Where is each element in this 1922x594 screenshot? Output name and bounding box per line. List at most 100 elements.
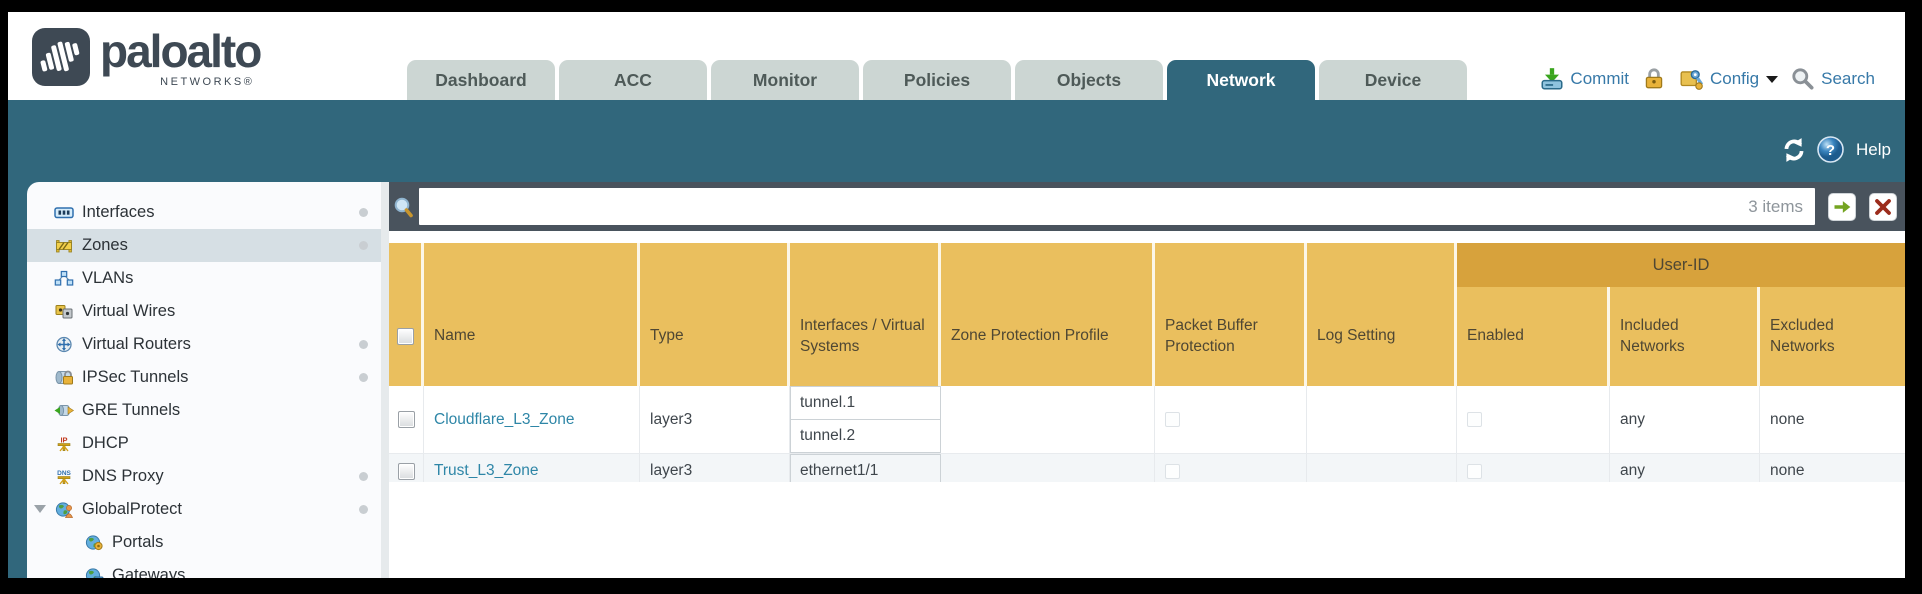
sidebar-item-ipsec-tunnels[interactable]: IPSec Tunnels [27,361,381,394]
teal-band: ? Help [8,100,1905,182]
sidebar-item-label: IPSec Tunnels [82,368,189,386]
column-header-type[interactable]: Type [640,243,790,386]
sidebar-item-portals[interactable]: Portals [27,526,381,559]
sidebar-item-virtual-wires[interactable]: Virtual Wires [27,295,381,328]
help-label[interactable]: Help [1856,139,1891,159]
column-header-log-setting[interactable]: Log Setting [1307,243,1457,386]
refresh-icon[interactable] [1781,137,1807,163]
zone-name-cell: Trust_L3_Zone [424,454,640,482]
paloalto-logo: paloalto NETWORKS® [32,22,262,88]
row-select-cell [389,454,424,482]
status-dot [359,208,368,217]
packet-buffer-checkbox[interactable] [1165,412,1180,427]
packet-buffer-checkbox[interactable] [1165,463,1180,479]
sidebar-item-gre-tunnels[interactable]: GRE Tunnels [27,394,381,427]
commit-icon [1541,68,1563,90]
brand-sub: NETWORKS® [160,76,255,88]
user-id-enabled-checkbox[interactable] [1467,412,1482,427]
status-dot [359,373,368,382]
packet-buffer-cell [1155,454,1307,482]
virtual-routers-icon [56,336,72,353]
svg-text:IP: IP [60,436,67,445]
column-header-included-networks[interactable]: Included Networks [1610,243,1760,386]
expander-triangle-icon[interactable] [34,505,46,513]
row-checkbox[interactable] [397,411,415,428]
column-header-excluded-networks[interactable]: Excluded Networks [1770,316,1835,355]
filter-search-icon [394,197,413,217]
apply-filter-button[interactable] [1828,192,1856,221]
svg-text:?: ? [1826,142,1835,159]
sidebar-divider[interactable] [381,182,389,578]
zone-protection-cell [941,454,1155,482]
brand-name: paloalto [100,25,262,77]
commit-label: Commit [1570,69,1629,88]
gre-tunnels-icon [54,405,74,416]
sidebar-item-label: Interfaces [82,203,155,221]
sidebar-item-interfaces[interactable]: Interfaces [27,196,381,229]
sidebar-item-label: VLANs [82,269,134,287]
vlans-icon [54,270,74,286]
interface-cell: ethernet1/1 [790,454,941,482]
config-action[interactable]: Config [1679,66,1779,92]
packet-buffer-cell [1155,386,1307,453]
gateways-icon [85,568,104,578]
sidebar-item-zones[interactable]: Zones [27,229,381,262]
zone-name-link[interactable]: Trust_L3_Zone [434,462,539,479]
zone-protection-cell [941,386,1155,453]
sidebar-item-dhcp[interactable]: IP DHCP [27,427,381,460]
config-label: Config [1709,69,1760,88]
virtual-wires-icon [55,305,73,319]
sidebar-item-virtual-routers[interactable]: Virtual Routers [27,328,381,361]
tab-monitor[interactable]: Monitor [711,60,859,100]
column-header-name[interactable]: Name [424,243,640,386]
tab-acc[interactable]: ACC [559,60,707,100]
globalprotect-icon [55,502,74,518]
user-id-group-header: User-ID [1457,243,1905,287]
commit-action[interactable]: Commit [1539,66,1629,92]
row-checkbox[interactable] [397,462,415,480]
select-all-header[interactable] [389,243,424,386]
excluded-networks-cell: none [1770,410,1805,428]
zones-icon [56,240,72,253]
dns-proxy-icon: DNS [57,470,72,485]
interfaces-icon [54,207,74,219]
tab-device[interactable]: Device [1319,60,1467,100]
tab-network[interactable]: Network [1167,60,1315,100]
tab-dashboard[interactable]: Dashboard [407,60,555,100]
dhcp-icon: IP [57,436,71,452]
search-action[interactable]: Search [1790,66,1875,92]
included-networks-cell: any [1610,454,1760,482]
status-dot [359,505,368,514]
status-dot [359,340,368,349]
lock-action[interactable] [1641,66,1667,92]
sidebar-item-label: Gateways [112,566,186,578]
help-icon[interactable]: ? [1817,136,1844,163]
sidebar-item-label: DHCP [82,434,129,452]
sidebar-item-label: Virtual Routers [82,335,191,353]
filter-input[interactable] [419,188,1749,225]
item-count: 3 items [1748,196,1803,216]
select-all-checkbox[interactable] [396,328,414,345]
column-header-interfaces-virtual-systems[interactable]: Interfaces / Virtual Systems [790,243,941,386]
column-header-zone-protection-profile[interactable]: Zone Protection Profile [941,243,1155,386]
sidebar-item-gateways[interactable]: Gateways [27,559,381,578]
sidebar-item-globalprotect[interactable]: GlobalProtect [27,493,381,526]
clear-filter-button[interactable] [1869,192,1897,221]
column-header-enabled[interactable]: Enabled [1457,243,1610,386]
user-id-enabled-checkbox[interactable] [1467,463,1482,479]
tab-objects[interactable]: Objects [1015,60,1163,100]
zone-name-link[interactable]: Cloudflare_L3_Zone [434,410,575,428]
sidebar-item-vlans[interactable]: VLANs [27,262,381,295]
column-header-packet-buffer-protection[interactable]: Packet Buffer Protection [1155,243,1307,386]
sidebar-item-label: Portals [112,533,164,551]
interfaces-cell: ethernet1/1 [790,454,941,482]
config-dropdown-caret[interactable] [1766,75,1779,83]
tab-policies[interactable]: Policies [863,60,1011,100]
search-icon [1792,68,1814,90]
